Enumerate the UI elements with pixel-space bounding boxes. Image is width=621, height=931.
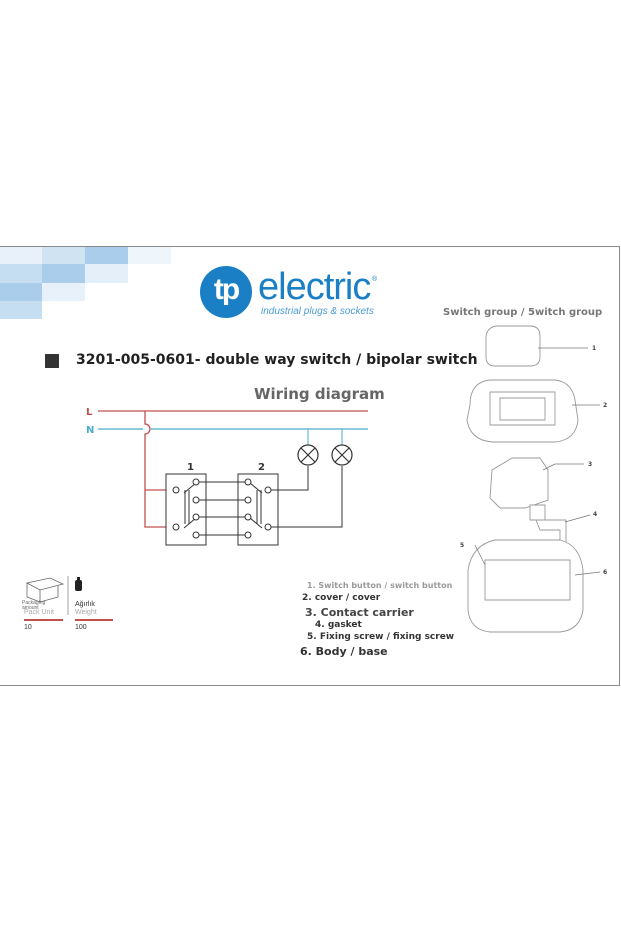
- switch-group-heading: Switch group / 5witch group: [443, 307, 603, 318]
- weight-label: Weight: [75, 609, 97, 616]
- switch-1-label: 1: [187, 462, 194, 473]
- bullet-square-icon: [45, 354, 59, 368]
- lamp-icon: [331, 444, 353, 466]
- switch-2-label: 2: [258, 462, 265, 473]
- switch-1: [165, 473, 207, 546]
- contact-carrier-part: [489, 457, 549, 509]
- pack-unit-label: Pack Unit: [24, 609, 54, 616]
- box-icon: [25, 577, 65, 603]
- registered-mark: ®: [372, 276, 378, 283]
- callout-1: 1: [592, 345, 596, 352]
- callout-5: 5: [460, 542, 464, 549]
- part-item: 3. Contact carrier: [305, 606, 414, 619]
- weight-caption: Ağırlık: [75, 601, 95, 608]
- weight-bottle-icon: [75, 577, 82, 591]
- part-item: 5. Fixing screw / fixing screw: [307, 632, 455, 642]
- part-item: 2. cover / cover: [302, 593, 381, 603]
- weight-value: 100: [75, 624, 87, 631]
- label-N: N: [86, 425, 94, 436]
- callout-2: 2: [603, 402, 607, 409]
- tp-logo-mark: tp: [200, 266, 252, 318]
- logo-wordmark: electric: [258, 266, 371, 308]
- part-item: 6. Body / base: [300, 645, 388, 658]
- interconnect-wires: [199, 466, 343, 536]
- label-L: L: [86, 407, 93, 418]
- pack-unit-value: 10: [24, 624, 32, 631]
- packaging-caption: Packaging amount: [22, 600, 46, 611]
- callout-6: 6: [603, 569, 607, 576]
- lamp-icon: [297, 444, 319, 466]
- exploded-view-drawing: [466, 325, 584, 633]
- part-item: 1. Switch button / switch button: [307, 581, 453, 590]
- switch-2: [237, 473, 279, 546]
- wiring-diagram-heading: Wiring diagram: [254, 385, 385, 403]
- switch-button-part: [485, 325, 541, 367]
- callout-3: 3: [588, 461, 592, 468]
- logo-tagline: industrial plugs & sockets: [261, 306, 374, 317]
- part-item: 4. gasket: [315, 620, 362, 630]
- lamp-feeds: [307, 429, 343, 445]
- callout-4: 4: [593, 511, 597, 518]
- product-title: 3201-005-0601- double way switch / bipol…: [76, 352, 478, 368]
